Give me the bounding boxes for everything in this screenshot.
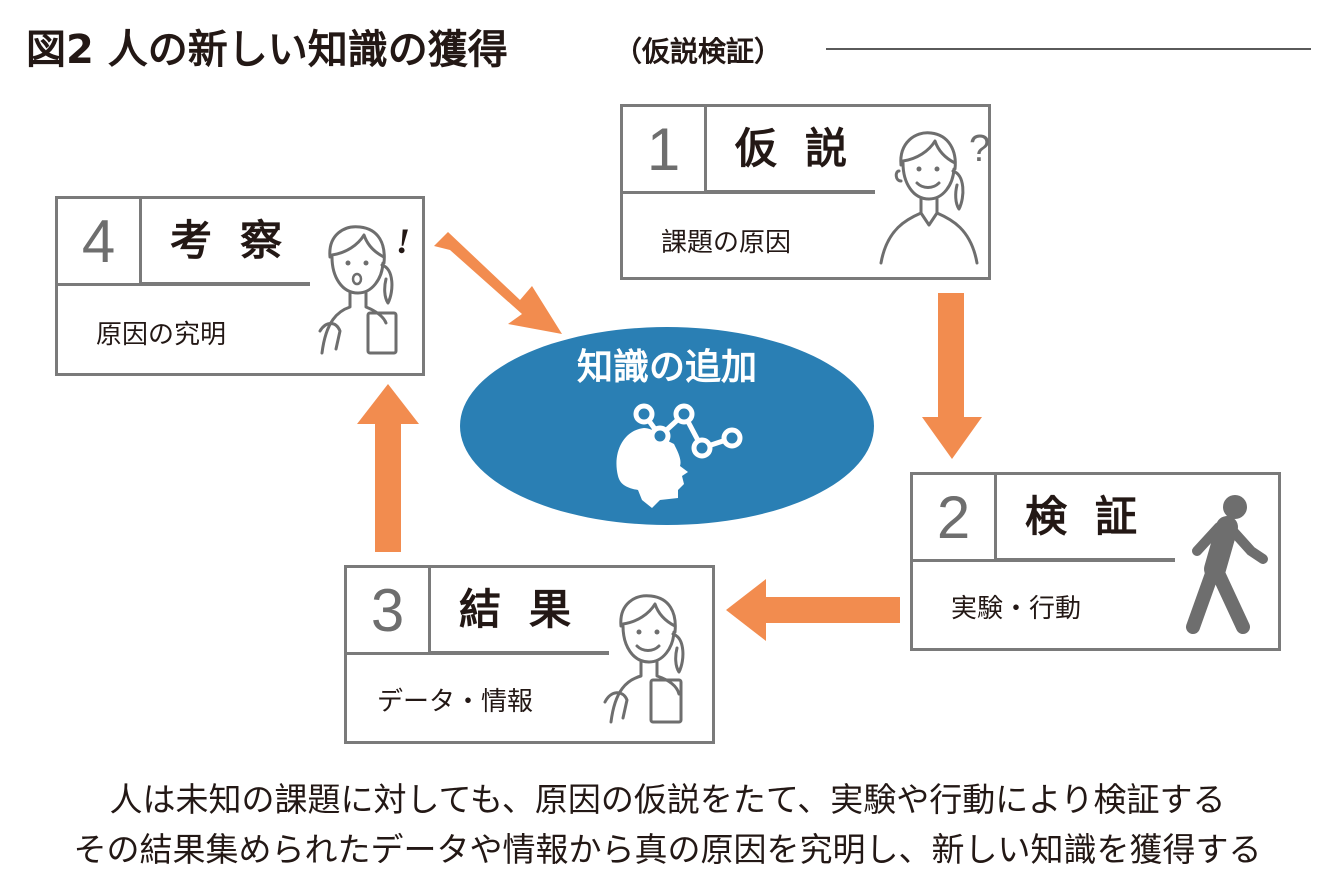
figure-title: 図2 人の新しい知識の獲得 [26, 27, 508, 73]
thinking-woman-icon: ? [879, 128, 990, 265]
step-2-divider [913, 559, 1175, 562]
step-1-box: 1 仮説 課題の原因 ? [620, 104, 991, 280]
step-3-number: 3 [347, 568, 431, 654]
step-4-divider [58, 283, 310, 286]
surprised-woman-icon: ! [318, 221, 410, 355]
step-3-heading: 結果 [431, 568, 609, 654]
step-2-box: 2 検証 実験・行動 [910, 472, 1281, 651]
step-4-box: 4 考察 原因の究明 ! [55, 196, 425, 376]
step-1-divider [623, 191, 875, 194]
arrow-step1-to-step2 [922, 293, 982, 459]
step-2-number: 2 [913, 475, 997, 561]
walking-person-icon [1186, 495, 1268, 634]
step-2-heading: 検証 [997, 475, 1175, 561]
arrow-step3-to-step4 [357, 384, 419, 552]
head-network-icon [616, 403, 743, 508]
step-3-box: 3 結果 データ・情報 [344, 565, 715, 744]
question-mark: ? [969, 128, 990, 170]
woman-with-clipboard-icon [603, 594, 685, 724]
knowledge-center-label: 知識の追加 [576, 347, 757, 388]
step-3-divider [347, 652, 609, 655]
step-1-subtitle: 課題の原因 [661, 228, 792, 258]
step-4-heading: 考察 [142, 199, 310, 285]
caption-line-1: 人は未知の課題に対しても、原因の仮説をたて、実験や行動により検証する [109, 780, 1226, 819]
figure-title-row: 図2 人の新しい知識の獲得 （仮説検証） [26, 22, 1311, 84]
step-1-heading: 仮説 [707, 107, 875, 193]
title-divider [826, 48, 1311, 50]
figure-subtitle: （仮説検証） [614, 35, 783, 68]
step-3-subtitle: データ・情報 [377, 687, 534, 717]
exclamation-mark: ! [396, 221, 410, 261]
step-4-subtitle: 原因の究明 [96, 320, 227, 350]
arrow-step4-to-center [434, 232, 562, 334]
caption-line-2: その結果集められたデータや情報から真の原因を究明し、新しい知識を獲得する [73, 830, 1262, 869]
step-4-number: 4 [58, 199, 142, 285]
arrow-step2-to-step3 [726, 579, 900, 641]
step-1-number: 1 [623, 107, 707, 193]
step-2-subtitle: 実験・行動 [951, 594, 1082, 624]
